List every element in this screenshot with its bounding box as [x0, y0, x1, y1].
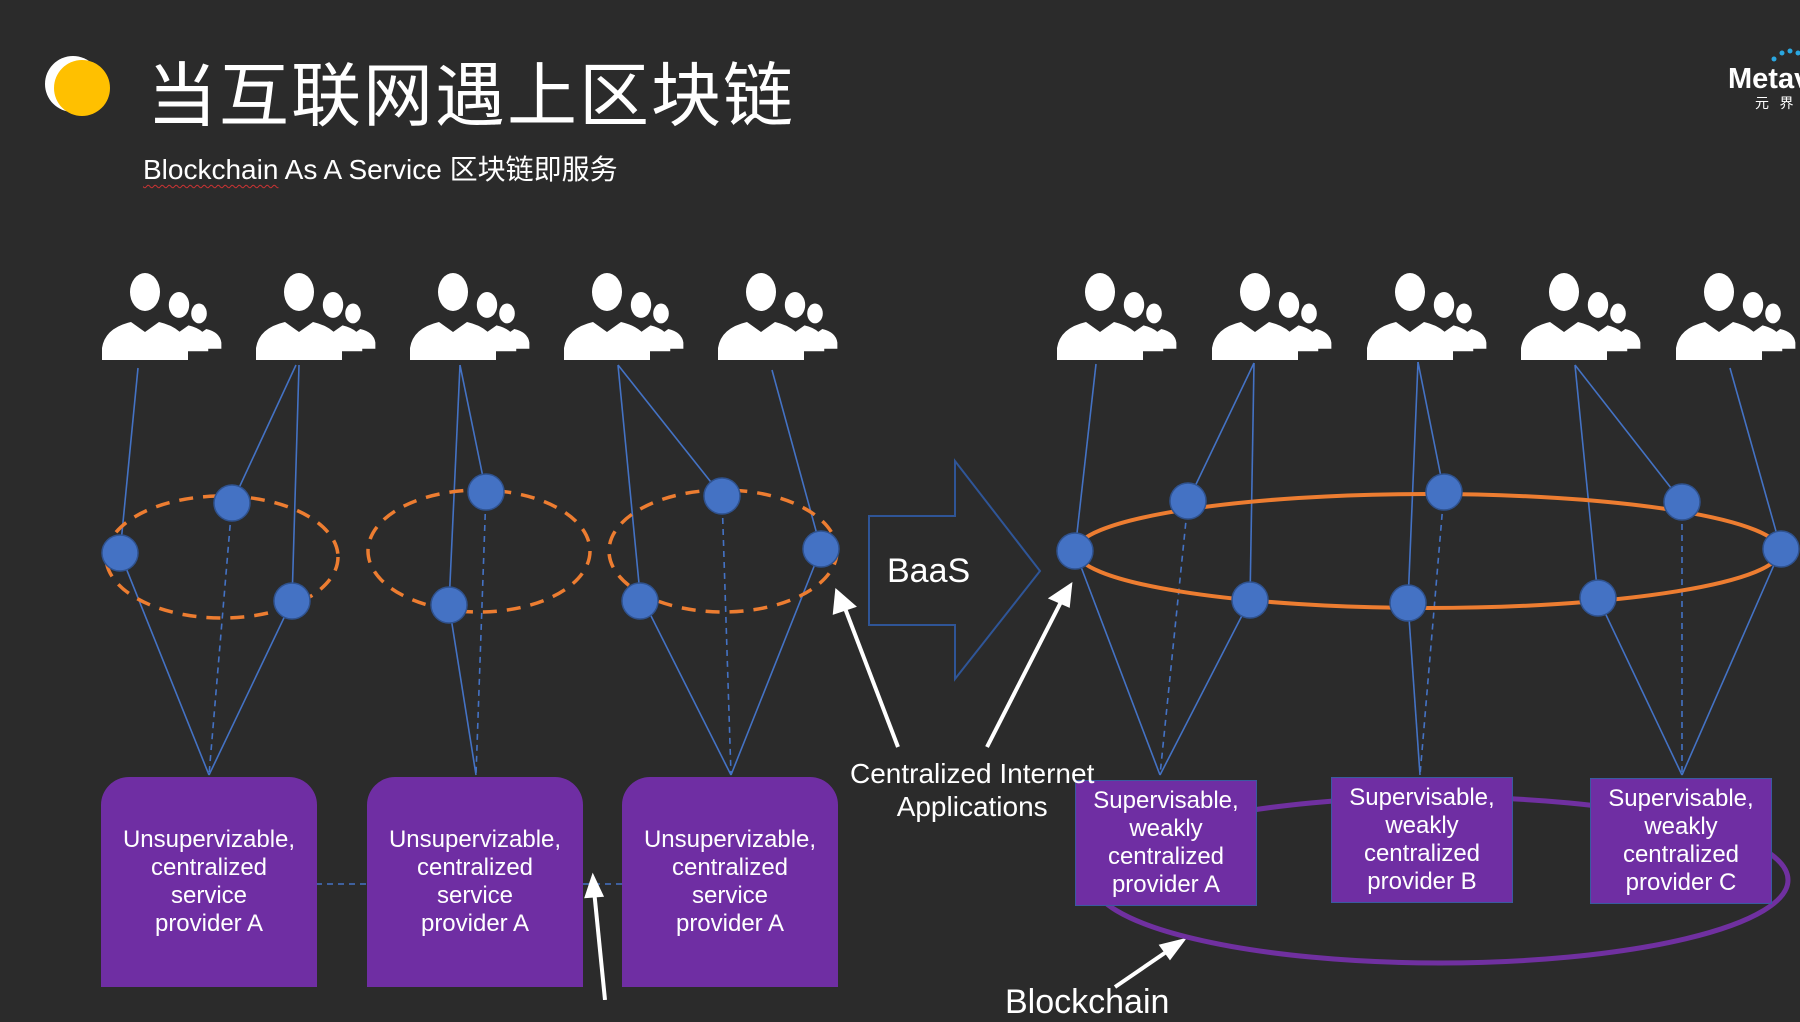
user-group-icon [256, 273, 375, 360]
network-node [1426, 474, 1462, 510]
network-node [1390, 585, 1426, 621]
left-provider-box: Unsupervizable, centralized service prov… [622, 777, 838, 987]
left-provider-box: Unsupervizable, centralized service prov… [367, 777, 583, 987]
provider-label: Unsupervizable, centralized service prov… [389, 826, 561, 938]
user-group-icon [718, 273, 837, 360]
network-node [803, 531, 839, 567]
right-dashed-lines [1160, 492, 1682, 775]
baas-label: BaaS [887, 552, 970, 591]
right-provider-box: Supervisable, weakly centralized provide… [1590, 778, 1772, 904]
user-group-icon [1521, 273, 1640, 360]
provider-label: Unsupervizable, centralized service prov… [123, 826, 295, 938]
network-node [1763, 531, 1799, 567]
network-node [274, 583, 310, 619]
network-node [622, 583, 658, 619]
right-nodes [1057, 474, 1799, 621]
right-provider-box: Supervisable, weakly centralized provide… [1331, 777, 1513, 903]
network-node [1232, 582, 1268, 618]
blockchain-label: Blockchain [1005, 983, 1169, 1022]
provider-label: Unsupervizable, centralized service prov… [644, 826, 816, 938]
network-node [468, 474, 504, 510]
user-group-icon [410, 273, 529, 360]
user-group-icon [1676, 273, 1795, 360]
network-node [102, 535, 138, 571]
user-group-icon [1057, 273, 1176, 360]
user-group-icon [1367, 273, 1486, 360]
right-provider-box: Supervisable, weakly centralized provide… [1075, 780, 1257, 906]
network-node [1170, 483, 1206, 519]
network-node [1664, 484, 1700, 520]
user-group-icon [564, 273, 683, 360]
network-node [1057, 533, 1093, 569]
slide: 当互联网遇上区块链 Blockchain As A Service 区块链即服务… [0, 0, 1800, 1000]
centralized-apps-label: Centralized Internet Applications [850, 757, 1094, 823]
network-node [214, 485, 250, 521]
network-node [1580, 580, 1616, 616]
provider-label: Supervisable, weakly centralized provide… [1608, 785, 1753, 897]
user-group-icon [102, 273, 221, 360]
left-connection-lines [120, 365, 821, 775]
provider-label: Supervisable, weakly centralized provide… [1093, 787, 1238, 899]
left-provider-box: Unsupervizable, centralized service prov… [101, 777, 317, 987]
user-group-icon [1212, 273, 1331, 360]
network-node [431, 587, 467, 623]
provider-label: Supervisable, weakly centralized provide… [1349, 784, 1494, 896]
network-node [704, 478, 740, 514]
